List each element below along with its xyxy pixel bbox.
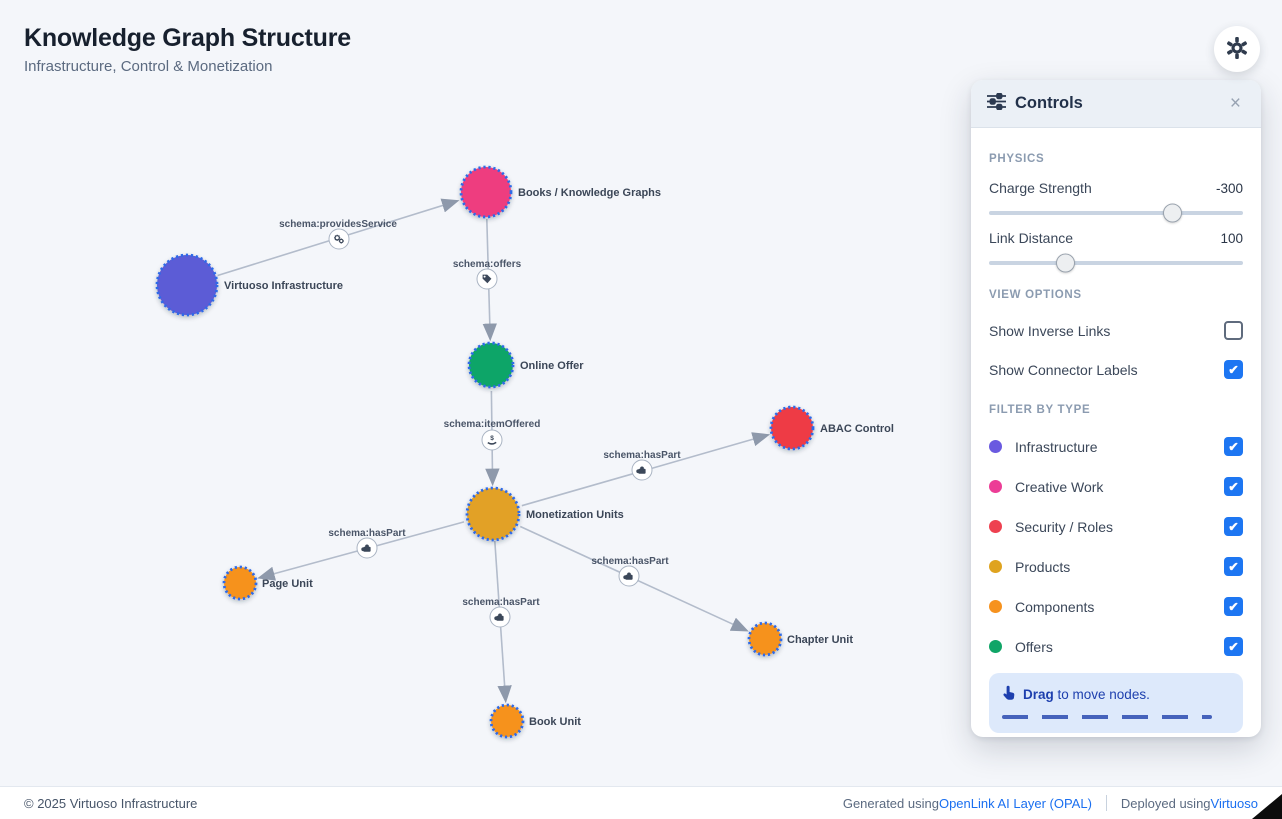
products-dot [989, 560, 1002, 573]
edge-label: schema:hasPart [462, 597, 540, 608]
infrastructure-dot [989, 440, 1002, 453]
node-label: Monetization Units [526, 509, 624, 521]
filter-row-creative-work: Creative Work [989, 477, 1243, 496]
charge-strength-label: Charge Strength [989, 180, 1092, 196]
node-monetization-units[interactable]: Monetization Units [465, 486, 624, 542]
hint-box: Drag to move nodes. [989, 673, 1243, 733]
components-dot [989, 600, 1002, 613]
edge-offers: schema:offers [453, 218, 522, 342]
close-icon[interactable]: × [1229, 93, 1241, 114]
edge-label: schema:offers [453, 259, 522, 270]
filter-row-infrastructure: Infrastructure [989, 437, 1243, 456]
edge-haspart-page: schema:hasPart [257, 521, 465, 581]
node-book-unit[interactable]: Book Unit [489, 703, 581, 739]
virtuoso-link[interactable]: Virtuoso [1210, 795, 1258, 811]
hand-dollar-icon: $ [481, 429, 503, 451]
edge-label: schema:providesService [279, 219, 397, 230]
footer-divider [1105, 795, 1107, 811]
node-abac-control[interactable]: ABAC Control [769, 405, 894, 451]
controls-panel-header: Controls × [971, 80, 1261, 128]
footer: © 2025 Virtuoso Infrastructure Generated… [0, 786, 1282, 819]
edge-label: schema:hasPart [328, 528, 406, 539]
settings-button[interactable] [1214, 26, 1260, 72]
show-inverse-links-checkbox[interactable] [1224, 321, 1243, 340]
node-label: Book Unit [529, 716, 581, 728]
security-roles-dot [989, 520, 1002, 533]
node-chapter-unit[interactable]: Chapter Unit [747, 621, 853, 657]
link-distance-slider-thumb[interactable] [1056, 253, 1076, 273]
copyright-text: © 2025 Virtuoso Infrastructure [24, 795, 198, 811]
offers-checkbox[interactable] [1224, 637, 1243, 656]
tag-icon [476, 268, 498, 290]
products-checkbox[interactable] [1224, 557, 1243, 576]
filter-row-security-roles: Security / Roles [989, 517, 1243, 536]
charge-strength-value: -300 [1215, 180, 1243, 196]
link-distance-value: 100 [1220, 230, 1243, 246]
controls-panel: Controls × PHYSICS Charge Strength -300 … [971, 80, 1261, 737]
link-distance-slider[interactable] [989, 253, 1243, 273]
edge-haspart-chapter: schema:hasPart [519, 525, 749, 632]
hint-drag-rest: to move nodes. [1053, 686, 1150, 702]
page-subtitle: Infrastructure, Control & Monetization [24, 58, 273, 75]
node-label: ABAC Control [820, 423, 894, 435]
gears-icon [328, 228, 350, 250]
node-virtuoso-infrastructure[interactable]: Virtuoso Infrastructure [155, 253, 343, 317]
filter-by-type-heading: FILTER BY TYPE [989, 404, 1091, 416]
view-options-heading: VIEW OPTIONS [989, 289, 1082, 301]
puzzle-icon [618, 565, 640, 587]
hint-clipped-line [1002, 715, 1212, 719]
controls-panel-title: Controls [1015, 94, 1083, 112]
node-online-offer[interactable]: Online Offer [467, 341, 584, 389]
filter-row-components: Components [989, 597, 1243, 616]
show-inverse-links-label: Show Inverse Links [989, 322, 1111, 339]
edge-provides-service: schema:providesService [217, 198, 460, 277]
drag-pointer-icon [1002, 685, 1015, 703]
edge-haspart-abac: schema:hasPart [521, 432, 771, 507]
page-title: Knowledge Graph Structure [24, 24, 351, 52]
edge-label: schema:itemOffered [444, 419, 541, 430]
charge-strength-slider-thumb[interactable] [1162, 203, 1182, 223]
node-page-unit[interactable]: Page Unit [222, 565, 313, 601]
infrastructure-checkbox[interactable] [1224, 437, 1243, 456]
opal-link[interactable]: OpenLink AI Layer (OPAL) [938, 795, 1092, 811]
deployed-using-text: Deployed using [1120, 795, 1211, 811]
node-label: Virtuoso Infrastructure [224, 280, 343, 292]
node-books-knowledge-graphs[interactable]: Books / Knowledge Graphs [459, 165, 661, 219]
security-roles-checkbox[interactable] [1224, 517, 1243, 536]
offers-dot [989, 640, 1002, 653]
hint-drag-word: Drag [1023, 686, 1054, 702]
filter-row-products: Products [989, 557, 1243, 576]
puzzle-icon [631, 459, 653, 481]
edge-label: schema:hasPart [603, 450, 681, 461]
creative-work-checkbox[interactable] [1224, 477, 1243, 496]
edge-item-offered: schema:itemOffered $ [444, 390, 541, 487]
physics-heading: PHYSICS [989, 153, 1045, 165]
generated-using-text: Generated using [842, 795, 939, 811]
show-connector-labels-checkbox[interactable] [1224, 360, 1243, 379]
svg-text:$: $ [490, 435, 494, 442]
link-distance-label: Link Distance [989, 230, 1074, 246]
node-label: Page Unit [262, 578, 313, 590]
edge-label: schema:hasPart [591, 556, 669, 567]
corner-fold [1252, 794, 1282, 819]
node-label: Books / Knowledge Graphs [518, 187, 661, 199]
node-label: Chapter Unit [787, 634, 853, 646]
gear-icon [1225, 36, 1249, 63]
page-header: Knowledge Graph Structure Infrastructure… [24, 24, 351, 75]
creative-work-dot [989, 480, 1002, 493]
show-connector-labels-label: Show Connector Labels [989, 361, 1138, 378]
components-checkbox[interactable] [1224, 597, 1243, 616]
edge-haspart-book: schema:hasPart [462, 540, 540, 704]
filter-row-offers: Offers [989, 637, 1243, 656]
node-label: Online Offer [520, 360, 584, 372]
puzzle-icon [489, 606, 511, 628]
sliders-icon [987, 92, 1006, 115]
puzzle-icon [356, 537, 378, 559]
charge-strength-slider[interactable] [989, 203, 1243, 223]
